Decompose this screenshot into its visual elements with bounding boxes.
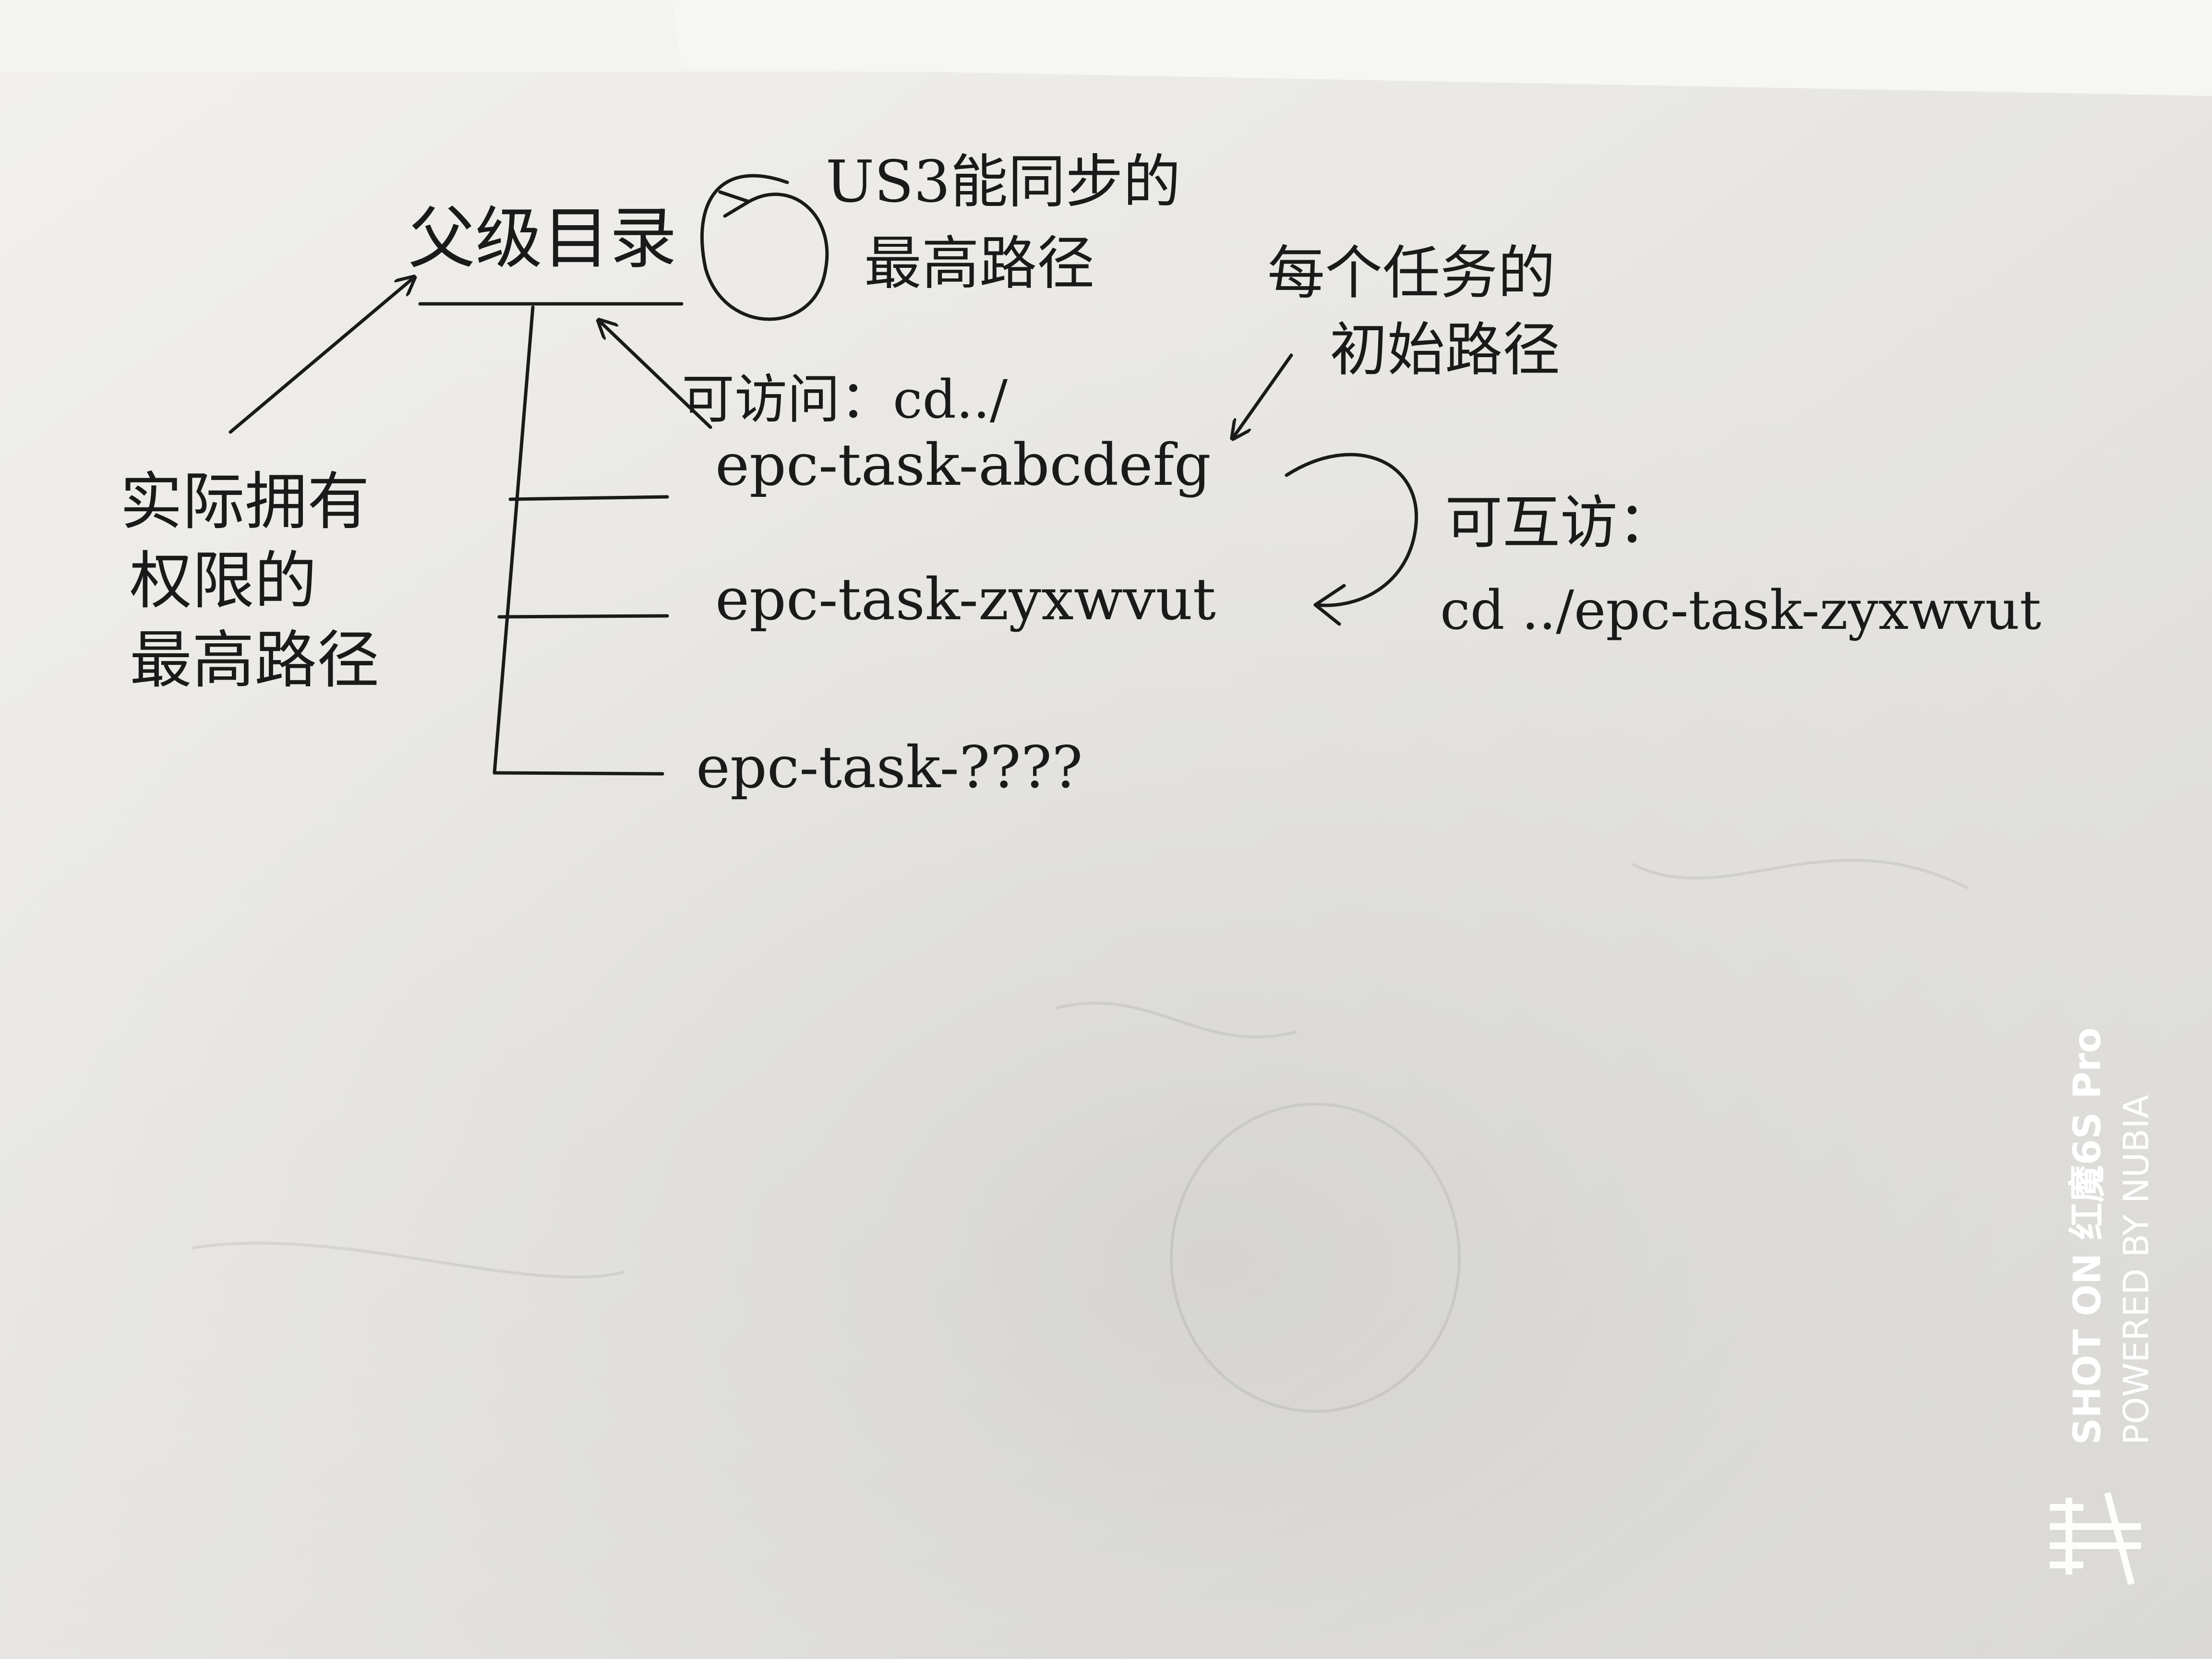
watermark-line1: SHOT ON 红魔6S Pro (2066, 1027, 2109, 1445)
mutual-access-arrow (1285, 453, 1418, 607)
us3-sync-line1: US3能同步的 (826, 149, 1181, 216)
actual-perm-line3: 最高路径 (130, 624, 379, 697)
parent-dir-label: 父级目录 (408, 200, 677, 278)
mutual-access-label: 可互访： (1445, 490, 1675, 556)
mutual-access-command: cd ../epc-task-zyxwvut (1440, 579, 2041, 642)
us3-arrowhead (718, 190, 751, 218)
us3-loop-arrow (700, 174, 829, 321)
camera-watermark: SHOT ON 红魔6S Pro POWERED BY NUBIA (2050, 1027, 2156, 1585)
actual-perm-arrow (228, 278, 413, 434)
accessible-arrow (600, 322, 712, 429)
upper-sheet-edge (672, 0, 2212, 96)
task-unknown: epc-task-???? (696, 734, 1082, 801)
tree-connector (493, 305, 669, 776)
us3-sync-line2: 最高路径 (864, 230, 1094, 297)
task-init-arrow (1234, 353, 1293, 437)
mutual-access-arrowhead (1313, 584, 1346, 626)
task-init-line1: 每个任务的 (1267, 240, 1555, 307)
task-init-line2: 初始路径 (1330, 317, 1560, 384)
paper-shading (0, 72, 2212, 1659)
actual-perm-line2: 权限的 (130, 544, 317, 617)
task-abcdefg: epc-task-abcdefg (715, 432, 1211, 499)
actual-perm-line1: 实际拥有 (120, 465, 370, 538)
accessible-label: 可访问：cd../ (682, 369, 1008, 430)
faint-show-through (192, 858, 1969, 1413)
nubia-logo-icon (2050, 1492, 2141, 1585)
task-zyxwvut: epc-task-zyxwvut (715, 566, 1216, 633)
watermark-line2: POWERED BY NUBIA (2116, 1095, 2156, 1445)
